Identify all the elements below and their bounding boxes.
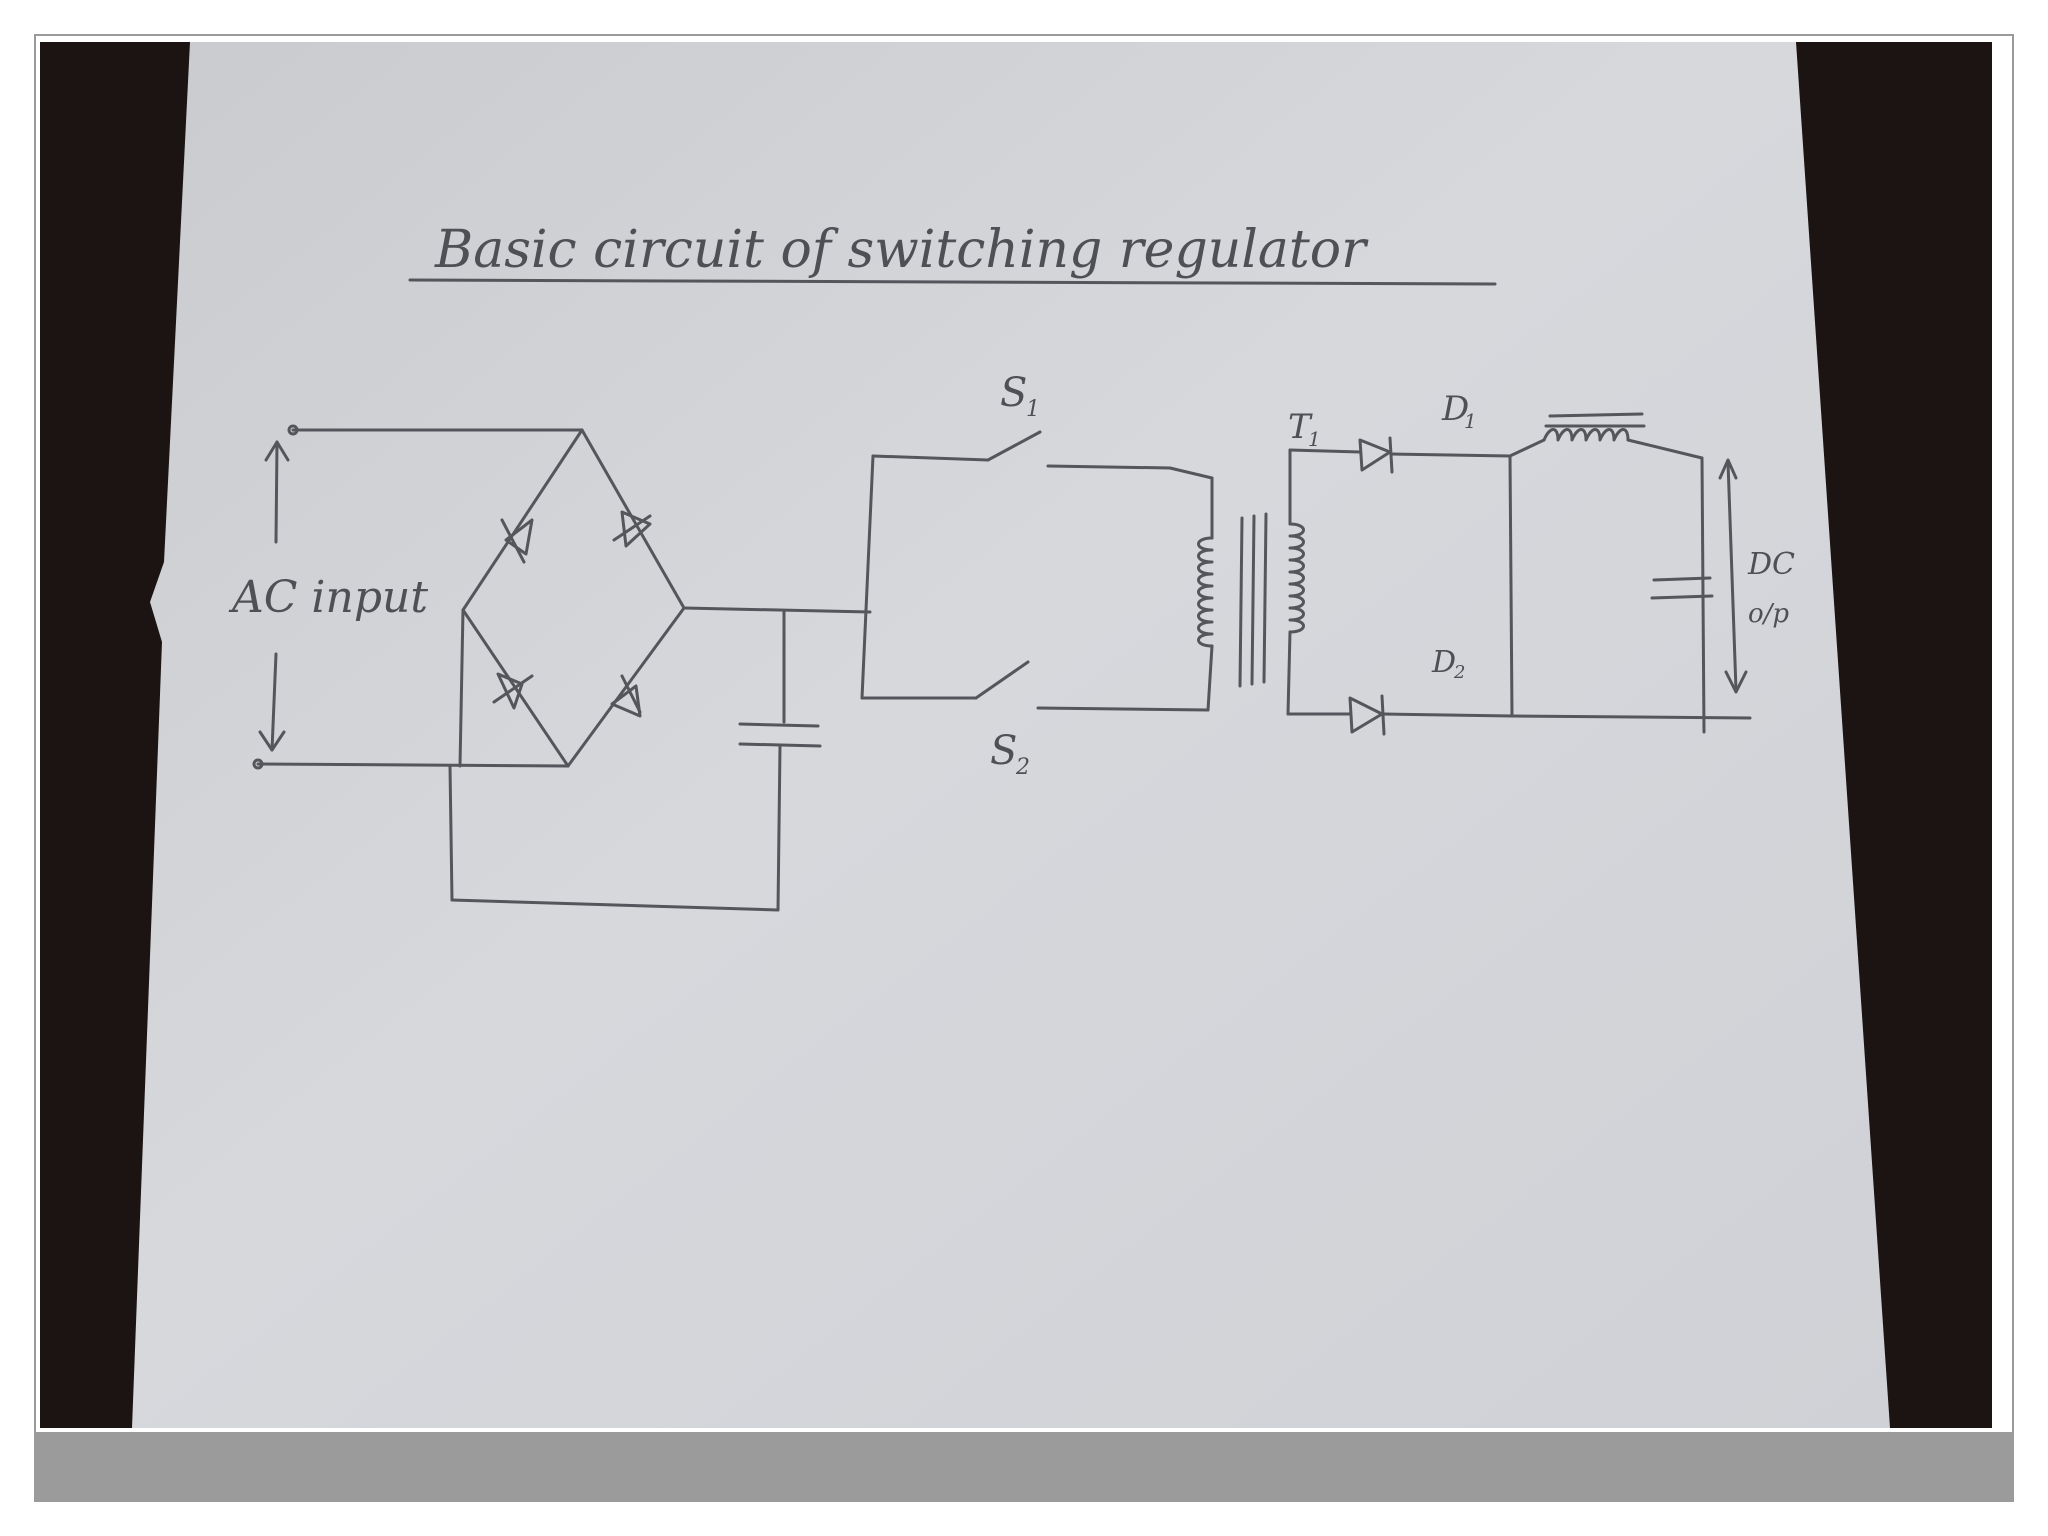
diode-d1-label: D: [1441, 389, 1469, 429]
circuit-diagram: [252, 278, 1752, 912]
diagram-title: Basic circuit of switching regulator: [434, 220, 1369, 280]
bridge-upper-left-arm: [461, 428, 584, 612]
bridge-diode-3: [492, 672, 534, 710]
output-inductor: [1508, 412, 1704, 460]
bridge-upper-right-arm: [580, 428, 686, 610]
diode-d2-label: D: [1431, 645, 1456, 680]
paper-sheet: [132, 42, 1890, 1428]
transformer-core: [1238, 512, 1268, 688]
filter-capacitor: [738, 610, 822, 912]
transformer-t1-subscript: 1: [1308, 427, 1321, 451]
photo-of-handwritten-diagram: Basic circuit of switching regulator AC …: [40, 42, 1992, 1428]
output-capacitor: [1650, 576, 1714, 600]
bridge-diode-4: [610, 674, 642, 718]
switch-s1: [986, 430, 1042, 462]
transformer-t1-label: T: [1288, 407, 1313, 447]
ac-input-label: AC input: [228, 572, 428, 623]
bridge-diode-1: [500, 518, 534, 564]
switch-s1-subscript: 1: [1026, 397, 1040, 422]
switch-s2-subscript: 2: [1015, 755, 1030, 780]
switch-s2: [974, 660, 1030, 700]
switch-s2-label: S: [990, 728, 1017, 774]
caption-bar: [34, 1432, 2014, 1502]
transformer-primary-coil: [1197, 476, 1214, 712]
bridge-diode-2: [612, 510, 652, 548]
diode-d2-subscript: 2: [1453, 662, 1465, 683]
diode-d1-subscript: 1: [1464, 409, 1477, 433]
transformer-secondary-coil: [1286, 448, 1305, 716]
dc-output-sublabel: o/p: [1748, 599, 1789, 629]
switch-s1-label: S: [1000, 370, 1027, 416]
dc-output-label: DC: [1747, 547, 1795, 582]
